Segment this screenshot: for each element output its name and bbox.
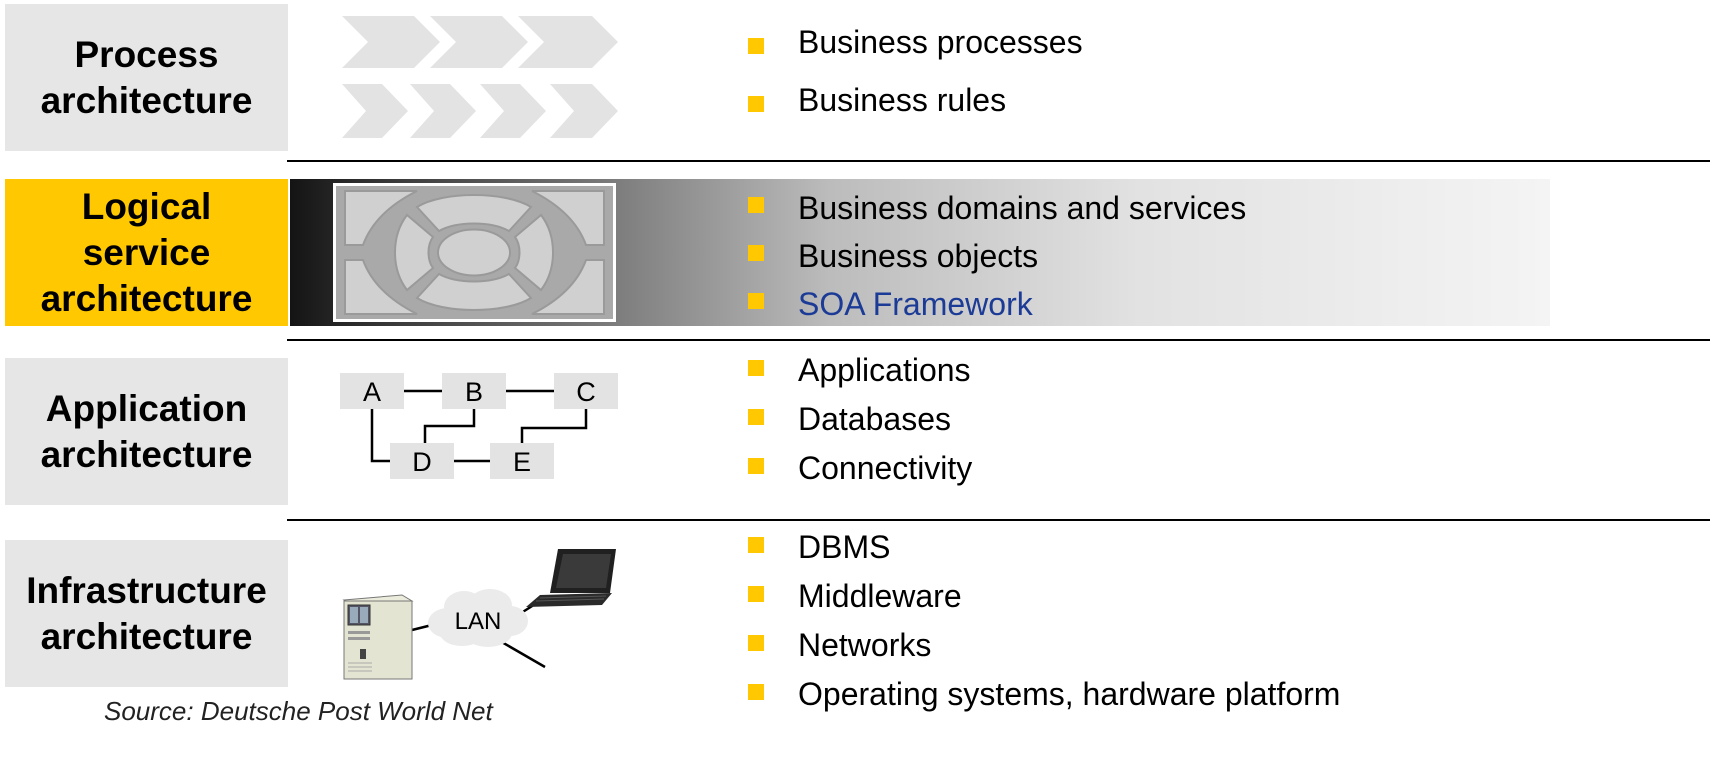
process-chevrons-graphic: [342, 16, 618, 138]
bullet-item: Databases: [742, 395, 972, 444]
node-d-box: [390, 443, 454, 479]
bullet-item: Business domains and services: [742, 184, 1246, 232]
process-bullets: Business processes Business rules: [742, 20, 1083, 136]
node-c-box: [554, 373, 618, 409]
node-label: D: [412, 447, 432, 477]
divider: [287, 519, 1710, 521]
node-b-box: [442, 373, 506, 409]
bullet-item: Business rules: [742, 78, 1083, 136]
lan-cloud-icon: [428, 589, 528, 647]
bullet-item: Networks: [742, 621, 1340, 670]
application-node-diagram: A B C D E: [340, 373, 618, 479]
node-label: B: [465, 377, 483, 407]
node-a-box: [340, 373, 404, 409]
process-architecture-label: Process architecture: [5, 4, 288, 151]
label-line: architecture: [40, 79, 253, 121]
soa-framework-graphic: [333, 183, 616, 322]
bullet-item: Business processes: [742, 20, 1083, 78]
label-line: Infrastructure: [26, 569, 267, 611]
label-line: Process: [74, 33, 219, 75]
bullet-item: Operating systems, hardware platform: [742, 670, 1340, 719]
label-line: Logical: [81, 185, 212, 227]
label-line: architecture: [40, 277, 253, 319]
label-line: architecture: [40, 433, 253, 475]
label-line: architecture: [40, 615, 253, 657]
label-line: service: [82, 231, 211, 273]
laptop-icon: [526, 549, 616, 607]
bullet-item: DBMS: [742, 523, 1340, 572]
divider: [287, 160, 1710, 162]
node-label: C: [576, 377, 596, 407]
divider: [287, 339, 1710, 341]
logical-bullets: Business domains and services Business o…: [742, 184, 1246, 328]
source-caption: Source: Deutsche Post World Net: [104, 696, 493, 726]
bullet-item: Applications: [742, 346, 972, 395]
bullet-item: Connectivity: [742, 444, 972, 493]
lan-label: LAN: [455, 608, 502, 635]
node-label: A: [363, 377, 381, 407]
logical-service-architecture-label: Logical service architecture: [5, 179, 288, 326]
node-label: E: [513, 447, 531, 477]
infrastructure-network-graphic: LAN: [342, 549, 616, 680]
soa-framework-link[interactable]: SOA Framework: [742, 280, 1246, 328]
label-line: Application: [45, 387, 248, 429]
application-architecture-label: Application architecture: [5, 358, 288, 505]
infrastructure-bullets: DBMS Middleware Networks Operating syste…: [742, 523, 1340, 719]
server-icon: [342, 594, 414, 680]
bullet-item: Business objects: [742, 232, 1246, 280]
bullet-item: Middleware: [742, 572, 1340, 621]
infrastructure-architecture-label: Infrastructure architecture: [5, 540, 288, 687]
application-bullets: Applications Databases Connectivity: [742, 346, 972, 493]
node-e-box: [490, 443, 554, 479]
